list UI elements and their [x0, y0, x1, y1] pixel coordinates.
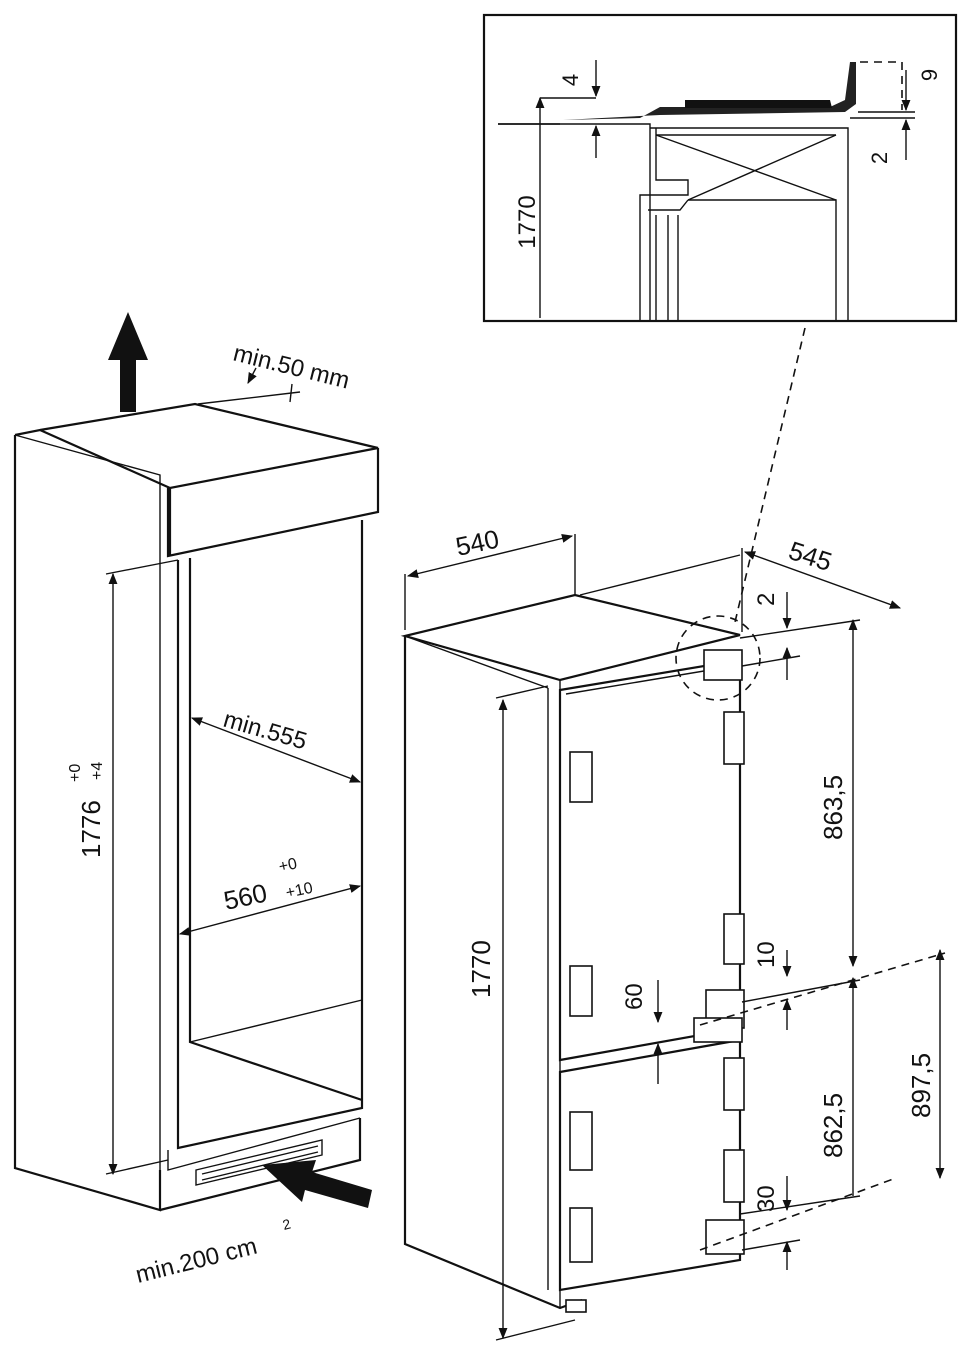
niche-height-sub: +4	[89, 762, 106, 780]
appliance-hinge-offset: 897,5	[906, 1053, 936, 1118]
hinge-cover	[563, 62, 856, 120]
appliance-door-gap: 60	[621, 983, 648, 1010]
niche-height: 1776	[76, 800, 106, 858]
detail-dim-lip: 2	[867, 152, 892, 164]
niche-drawing: min.50 mm 1776 +0 +4 min.555 560 +0 +10 …	[13, 312, 380, 1289]
niche-width: 560	[221, 878, 270, 916]
appliance-width: 540	[453, 524, 502, 562]
appliance-drawing: 540 545 2 863,5 10 862,5 897,5 60	[400, 524, 946, 1341]
appliance-upper-door: 863,5	[818, 775, 848, 840]
lower-door	[558, 1038, 742, 1292]
niche-width-sup: +0	[277, 855, 298, 875]
airflow-up-arrow	[108, 312, 148, 412]
detail-dim-gap-side: 9	[917, 69, 942, 81]
appliance-gap-middle: 10	[753, 941, 780, 968]
appliance-height: 1770	[466, 940, 496, 998]
niche-height-sup: +0	[67, 764, 84, 782]
appliance-lower-door: 862,5	[818, 1093, 848, 1158]
airflow-in-arrow	[262, 1160, 372, 1208]
detail-frame	[482, 13, 958, 323]
niche-ventilation-bottom-sup: 2	[281, 1215, 293, 1232]
appliance-depth: 545	[785, 535, 836, 577]
detail-dim-gap-top: 4	[558, 74, 583, 86]
detail-circle	[675, 615, 761, 701]
niche-ventilation-bottom: min.200 cm	[133, 1233, 260, 1289]
niche-depth: min.555	[220, 706, 310, 755]
detail-dim-height: 1770	[514, 195, 541, 248]
detail-leader	[734, 327, 806, 623]
detail-inset: 4 9 2 1770	[482, 13, 958, 323]
niche-width-sub: +10	[284, 880, 314, 902]
appliance-gap-top: 2	[753, 593, 780, 606]
appliance-bottom-gap: 30	[753, 1185, 780, 1212]
